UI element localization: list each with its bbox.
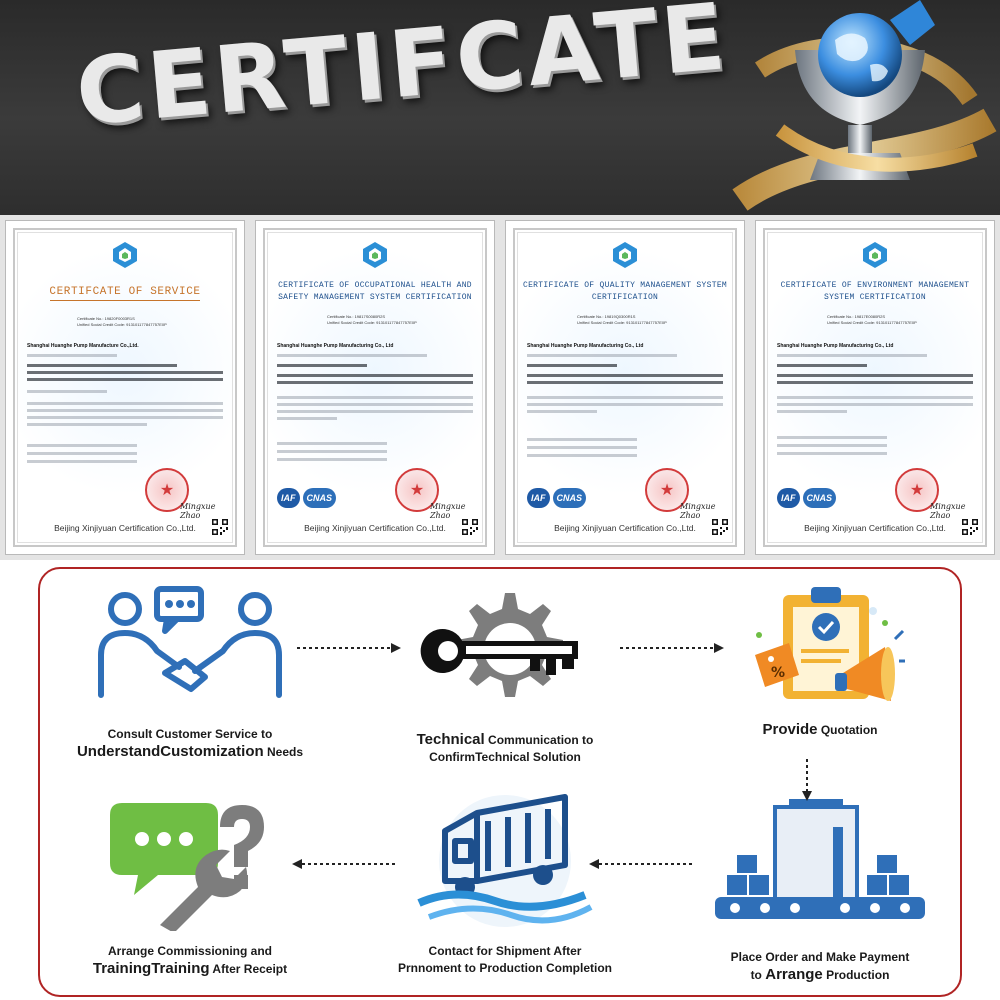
certifier-logo-icon <box>113 242 137 268</box>
step-technical: Technical Communication to ConfirmTechni… <box>375 589 635 766</box>
step-commissioning-line2: After Receipt <box>209 962 288 976</box>
certificate-gallery: CERTIFCATE OF SERVICE Certificate No.: 1… <box>0 215 1000 560</box>
step-quotation: % Provide Quotation <box>700 577 940 739</box>
certificate-title: CERTIFICATE OF QUALITY MANAGEMENT SYSTEM… <box>522 281 728 302</box>
globe-trophy-icon <box>732 0 997 211</box>
chat-wrench-icon <box>110 803 264 931</box>
certificate-title: CERTIFICATE OF ENVIRONMENT MANAGEMENT SY… <box>780 281 970 302</box>
signature: Mingxue Zhao <box>430 502 466 520</box>
delivery-truck-icon <box>417 794 593 927</box>
certificate-frame: CERTIFICATE OF ENVIRONMENT MANAGEMENT SY… <box>763 228 987 547</box>
step-commissioning: Arrange Commissioning and TrainingTraini… <box>60 791 320 978</box>
red-seal-stamp <box>145 468 189 512</box>
cnas-badge: CNAS <box>302 488 337 508</box>
step-technical-line2: ConfirmTechnical Solution <box>429 750 581 764</box>
certificate-title: CERTIFCATE OF SERVICE <box>19 286 231 301</box>
certificate-organization: Shanghai Huanghe Pump Manufacturing Co.,… <box>527 343 644 349</box>
cnas-badge: CNAS <box>552 488 587 508</box>
service-certificate[interactable]: CERTIFCATE OF SERVICE Certificate No.: 1… <box>5 220 245 555</box>
step-technical-emphasis: Technical <box>416 731 485 748</box>
iaf-badge: IAF <box>527 488 550 508</box>
certificate-issuer: Beijing Xinjiyuan Certification Co.,Ltd. <box>554 523 696 533</box>
certificate-number: Certificate No.: 19817S0080R2S <box>327 314 386 319</box>
step-consult-line1: Consult Customer Service to <box>107 727 273 741</box>
qr-code-icon[interactable] <box>211 518 229 536</box>
certificate-number: Certificate No.: 19817E0080R2S <box>827 314 886 319</box>
arrow-down-icon <box>802 759 812 801</box>
certificate-frame: CERTIFICATE OF OCCUPATIONAL HEALTH AND S… <box>263 228 487 547</box>
accreditation-badges: IAF CNAS <box>277 488 337 508</box>
qr-code-icon[interactable] <box>461 518 479 536</box>
signature: Mingxue Zhao <box>930 502 966 520</box>
arrow-left-icon <box>589 859 693 869</box>
certificate-banner: CERTIFCATE <box>0 0 1000 215</box>
gear-key-icon <box>420 593 578 697</box>
accreditation-badges: IAF CNAS <box>527 488 587 508</box>
step-production-line2b: Production <box>822 968 890 982</box>
certificate-organization: Shanghai Huanghe Pump Manufacture Co.,Lt… <box>27 343 139 349</box>
step-consult-line2: Needs <box>263 745 304 759</box>
accreditation-badges: IAF CNAS <box>777 488 837 508</box>
certificate-number: Certificate No.: 19819Q0300R1S <box>577 314 636 319</box>
certificate-issuer: Beijing Xinjiyuan Certification Co.,Ltd. <box>304 523 446 533</box>
arrow-right-icon <box>297 643 401 653</box>
certificate-organization: Shanghai Huanghe Pump Manufacturing Co.,… <box>777 343 894 349</box>
credit-code: Unified Social Credit Code: 913101177847… <box>77 322 167 327</box>
clipboard-megaphone-icon: % <box>755 587 905 701</box>
production-line-icon <box>715 799 925 919</box>
step-commissioning-line1: Arrange Commissioning and <box>107 944 273 958</box>
handshake-chat-icon <box>98 586 282 698</box>
signature: Mingxue Zhao <box>180 502 216 520</box>
certificate-issuer: Beijing Xinjiyuan Certification Co.,Ltd. <box>804 523 946 533</box>
step-shipment-line2: Prnnoment to Production Completion <box>398 961 612 975</box>
certificate-frame: CERTIFCATE OF SERVICE Certificate No.: 1… <box>13 228 237 547</box>
step-consult: Consult Customer Service to UnderstandCu… <box>60 585 320 761</box>
certifier-logo-icon <box>363 242 387 268</box>
certifier-logo-icon <box>613 242 637 268</box>
credit-code: Unified Social Credit Code: 913101177847… <box>577 320 667 325</box>
certificate-organization: Shanghai Huanghe Pump Manufacturing Co.,… <box>277 343 394 349</box>
ohs-certificate[interactable]: CERTIFICATE OF OCCUPATIONAL HEALTH AND S… <box>255 220 495 555</box>
banner-title: CERTIFCATE <box>72 0 733 147</box>
red-seal-stamp <box>895 468 939 512</box>
step-quotation-line1: Quotation <box>817 723 878 737</box>
credit-code: Unified Social Credit Code: 913101177847… <box>327 320 417 325</box>
qr-code-icon[interactable] <box>961 518 979 536</box>
arrow-right-icon <box>620 643 724 653</box>
certificate-frame: CERTIFICATE OF QUALITY MANAGEMENT SYSTEM… <box>513 228 737 547</box>
red-seal-stamp <box>645 468 689 512</box>
qr-code-icon[interactable] <box>711 518 729 536</box>
step-consult-emphasis: UnderstandCustomization <box>76 743 264 760</box>
arrow-left-icon <box>292 859 396 869</box>
signature: Mingxue Zhao <box>680 502 716 520</box>
step-production-line1: Place Order and Make Payment <box>730 950 910 964</box>
svg-text:%: % <box>771 665 785 681</box>
certificate-number: Certificate No.: 19820F0003R1S <box>77 316 135 321</box>
quality-certificate[interactable]: CERTIFICATE OF QUALITY MANAGEMENT SYSTEM… <box>505 220 745 555</box>
environment-certificate[interactable]: CERTIFICATE OF ENVIRONMENT MANAGEMENT SY… <box>755 220 995 555</box>
credit-code: Unified Social Credit Code: 913101177847… <box>827 320 917 325</box>
step-quotation-emphasis: Provide <box>762 721 818 738</box>
step-shipment-line1: Contact for Shipment After <box>428 944 582 958</box>
cnas-badge: CNAS <box>802 488 837 508</box>
step-production-emphasis: Arrange <box>765 966 823 983</box>
iaf-badge: IAF <box>277 488 300 508</box>
step-production-line2a: to <box>750 968 766 982</box>
step-technical-line1: Communication to <box>484 733 594 747</box>
iaf-badge: IAF <box>777 488 800 508</box>
certificate-title: CERTIFICATE OF OCCUPATIONAL HEALTH AND S… <box>278 281 472 302</box>
service-process-panel: Consult Customer Service to UnderstandCu… <box>38 567 962 997</box>
certifier-logo-icon <box>863 242 887 268</box>
red-seal-stamp <box>395 468 439 512</box>
step-commissioning-emphasis: TrainingTraining <box>92 960 210 977</box>
certificate-issuer: Beijing Xinjiyuan Certification Co.,Ltd. <box>54 523 196 533</box>
step-production: Place Order and Make Payment to Arrange … <box>700 797 940 984</box>
step-shipment: Contact for Shipment After Prnnoment to … <box>375 791 635 977</box>
